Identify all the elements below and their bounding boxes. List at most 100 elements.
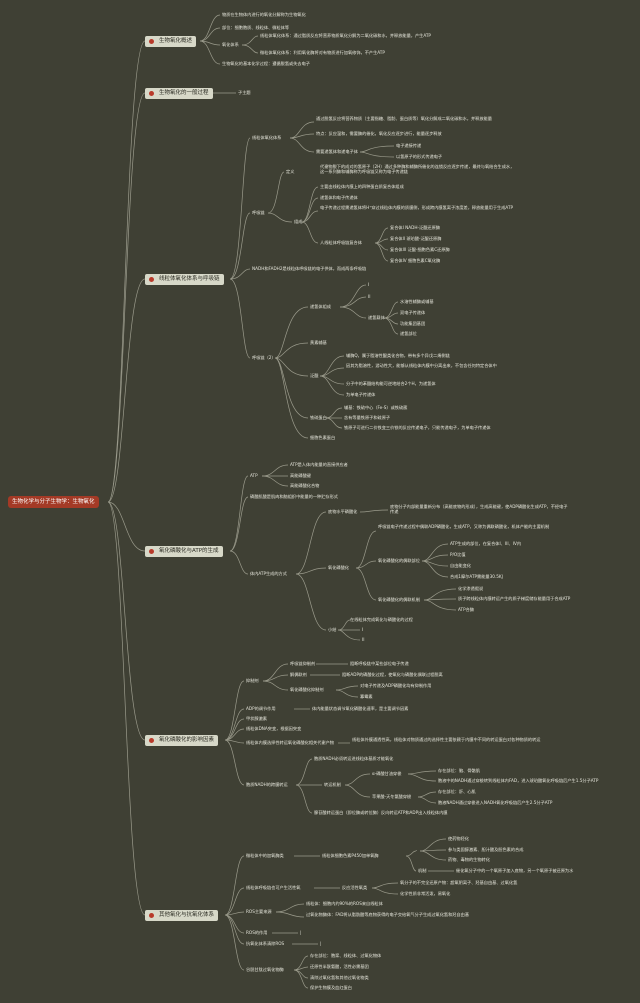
topic[interactable]: 底物水平磷酸化 — [328, 509, 358, 514]
topic[interactable]: 氧化磷酸化 — [328, 565, 349, 570]
topic[interactable]: 部位：细胞胞质、线粒体、微粒体等 — [222, 25, 290, 30]
topic[interactable]: 含有等量铁原子和硫原子 — [344, 415, 391, 420]
topic[interactable]: ATP是人体内能量的直接供应者 — [290, 462, 348, 467]
topic[interactable]: II — [362, 637, 365, 642]
topic[interactable]: 过氧化物酶体：FAD将从脂肪酸等底物获得的电子交给氧气分子生成过氧化氢和羟自由基 — [306, 912, 470, 917]
topic[interactable]: 为单电子传递体 — [346, 392, 376, 397]
topic[interactable]: 生物氧化的基本化学过程：遵循脱氢或失去电子 — [222, 61, 310, 66]
topic[interactable]: 主要由线粒体内膜上的四种蛋白质复合体组成 — [320, 184, 404, 189]
topic[interactable]: 分子中的苯醌结构能可逆地结合2个H，为递氢体 — [346, 381, 436, 386]
topic[interactable]: I — [368, 282, 370, 287]
topic[interactable]: ROS主要来源 — [246, 909, 272, 914]
topic[interactable]: ATP — [250, 473, 258, 478]
topic[interactable]: 呼吸链抑制剂 — [290, 661, 316, 666]
topic[interactable]: 双电子传递体 — [400, 310, 426, 315]
topic[interactable]: 药物、毒物的生物转化 — [448, 857, 490, 862]
topic[interactable]: | — [320, 941, 322, 946]
topic[interactable]: I — [362, 627, 364, 632]
topic[interactable]: 递氢部位 — [400, 331, 417, 336]
branch-influencing-factors[interactable]: 氧化磷酸化的影响因素 — [145, 735, 219, 746]
topic[interactable]: 谷胱甘肽过氧化物酶 — [246, 967, 284, 972]
topic[interactable]: 反应活性氧类 — [342, 885, 368, 890]
topic[interactable]: 阻断ADP的磷酸化过程，使氧化与磷酸化偶联过程脱离 — [342, 672, 443, 677]
topic[interactable]: α-磷酸甘油穿梭 — [372, 771, 402, 776]
topic[interactable]: 氧化磷酸化的偶联部位 — [378, 558, 420, 563]
topic[interactable]: 泛醌 — [310, 373, 319, 378]
topic[interactable]: 对电子传递及ADP磷酸化均有抑制作用 — [360, 683, 432, 688]
topic[interactable]: | — [300, 930, 302, 935]
topic[interactable]: 胞液中的NADH通过穿梭转到线粒体内FAD，进入琥珀酸氧化呼吸链后产生1.5分子… — [438, 778, 599, 783]
topic[interactable]: 铁硫蛋白 — [310, 415, 327, 420]
topic[interactable]: 腺苷酸转运蛋白（即位酶或转位酶）反向转运ATP和ADP出入线粒体内膜 — [314, 810, 448, 815]
topic[interactable]: 高能磷酸键 — [290, 473, 311, 478]
topic[interactable]: 清除过氧化氢和其他过氧化物类 — [310, 975, 369, 980]
topic[interactable]: 电子传递过程需递氢体将H⁺穿过线粒体内膜的质膜侧，形成跨内膜氢离子浓度差，释放能… — [320, 205, 514, 210]
topic[interactable]: 线粒体DNA突变，根据因突变 — [246, 726, 302, 731]
topic[interactable]: 参与类固醇激素、胆汁酸及胆色素的合成 — [448, 847, 524, 852]
topic[interactable]: 黄素辅基 — [310, 340, 327, 345]
topic[interactable]: 线粒体内膜选择性转运氧化磷酸化相关代谢产物 — [246, 740, 334, 745]
topic[interactable]: 在线粒体完成氧化与磷酸化的过程 — [350, 617, 413, 622]
topic[interactable]: 铁原子可进行二价铁变三价铁的反应传递电子，只能传递电子，为单电子传递体 — [344, 425, 491, 430]
topic[interactable]: 转运机制 — [324, 782, 341, 787]
topic[interactable]: 自由能变化 — [450, 563, 471, 568]
topic[interactable]: 复合体IV 细胞色素C氧化酶 — [390, 258, 441, 263]
topic[interactable]: 物质在生物体内进行的氧化分解称为生物氧化 — [222, 12, 306, 17]
topic[interactable]: 线粒体氧化体系：通过脂质反应将营养物质氧化分解为二氧化碳和水，并释放能量，产生A… — [260, 33, 431, 38]
topic[interactable]: 辅酶Q，属于脂溶性醌类化合物，带有多个异戊二烯侧链 — [346, 353, 450, 358]
topic[interactable]: 线粒体外膜通透性高，线粒体对物质通过的选择性主要依赖于内膜中不同的转运蛋白对各种… — [352, 737, 541, 742]
topic[interactable]: 高能磷酸化合物 — [290, 483, 320, 488]
topic[interactable]: ATP生成的部位，在复合体I、III、IV内 — [450, 541, 522, 546]
topic[interactable]: 需要递氢体和递电子体 — [316, 149, 358, 154]
topic[interactable]: 存在部位：胞浆、线粒体、过氧化物体 — [310, 953, 382, 958]
topic[interactable]: 胞质NADH的跨膜转运 — [246, 782, 288, 787]
topic[interactable]: 递氢载体 — [368, 315, 385, 320]
branch-general-process[interactable]: 生物氧化的一般过程 — [145, 88, 213, 99]
topic[interactable]: 抑制剂 — [246, 678, 259, 683]
branch-other-systems[interactable]: 其他氧化与抗氧化体系 — [145, 910, 219, 921]
topic[interactable]: 复合体III 泛醌-细胞色素C还原酶 — [390, 247, 450, 252]
topic[interactable]: 化学渗透假说 — [458, 586, 484, 591]
root-topic[interactable]: 生物化学与分子生物学：生物氧化 — [8, 496, 99, 508]
topic[interactable]: 辅基：铁硫中心（Fe-S）或铁硫簇 — [344, 405, 408, 410]
topic[interactable]: 胞质NADH必须转运进线粒体基质才能氧化 — [314, 756, 394, 761]
branch-respiratory-chain[interactable]: 线粒体氧化体系与呼吸链 — [145, 274, 224, 285]
topic[interactable]: 呼吸链 — [252, 210, 265, 215]
topic[interactable]: 保护生物膜及血红蛋白 — [310, 985, 352, 990]
topic[interactable]: 使药物羟化 — [448, 836, 469, 841]
topic[interactable]: II — [368, 294, 371, 299]
topic[interactable]: 线粒体氧化体系 — [252, 135, 282, 140]
topic[interactable]: 阻断呼吸链中某些部位电子传递 — [350, 661, 409, 666]
topic[interactable]: 特点：反应温和，需要酶的催化，氧化反应逐步进行，能量逐步释放 — [316, 131, 442, 136]
topic[interactable]: 机制 — [418, 868, 427, 873]
topic[interactable]: 微粒体氧化体系：利用氧化酶将对有物质进行加氧修饰，不产生ATP — [260, 50, 385, 55]
topic[interactable]: 解偶联剂 — [290, 672, 307, 677]
topic[interactable]: 递氢体组成 — [310, 304, 331, 309]
topic[interactable]: 功能集团基团 — [400, 321, 426, 326]
topic[interactable]: 质子跨线粒体内膜转运产生的质子梯度储存能量用于合成ATP — [458, 596, 571, 601]
topic[interactable]: 氧化磷酸化抑制剂 — [290, 687, 324, 692]
topic[interactable]: 氧化磷酸化的偶联机制 — [378, 597, 420, 602]
topic[interactable]: 催化氧分子中的一个氧原子加入底物，另一个氧原子被还原为水 — [456, 868, 574, 873]
topic[interactable]: 细胞色素蛋白 — [310, 435, 336, 440]
topic[interactable]: 小结 — [328, 627, 337, 632]
topic[interactable]: 呼吸链（2） — [252, 355, 276, 360]
topic[interactable]: 代谢物脱下的成对的氢原子（2H）通过多种酶和辅酶所催化的连锁反应逐步传递，最终与… — [320, 164, 515, 174]
topic[interactable]: 磷酸肌酸是肌肉和脑组织中能量的一种贮存形式 — [250, 494, 338, 499]
topic[interactable]: 电子递接传递 — [396, 143, 422, 148]
topic[interactable]: 递氢体和电子传递体 — [320, 195, 358, 200]
topic[interactable]: 化学性质非常活泼，易氧化 — [400, 891, 451, 896]
topic[interactable]: 子主题 — [238, 90, 251, 95]
topic[interactable]: NADH和FADH2是线粒体呼吸链的电子供体，而成两条呼吸链 — [252, 266, 367, 271]
topic[interactable]: 人线粒体呼吸链复合体 — [320, 240, 362, 245]
topic[interactable]: 还原性半胱氨酸，活性必需基团 — [310, 964, 369, 969]
topic[interactable]: 线粒体细胞色素P450加单氧酶 — [322, 853, 379, 858]
topic[interactable]: 复合体I NADH-泛醌还原酶 — [390, 225, 440, 230]
topic[interactable]: ATP合酶 — [458, 607, 474, 612]
topic[interactable]: ROS的作用 — [246, 930, 268, 935]
topic[interactable]: 呼吸链电子传递过程中偶联ADP磷酸化，生成ATP，又称为偶联磷酸化，机体产能的主… — [378, 524, 550, 529]
topic[interactable]: 复合体II 琥珀酸-泛醌还原酶 — [390, 236, 442, 241]
topic[interactable]: P/O比值 — [450, 552, 466, 557]
topic[interactable]: 抗氧化体系清除ROS — [246, 941, 285, 946]
branch-overview[interactable]: 生物氧化概述 — [145, 36, 197, 47]
